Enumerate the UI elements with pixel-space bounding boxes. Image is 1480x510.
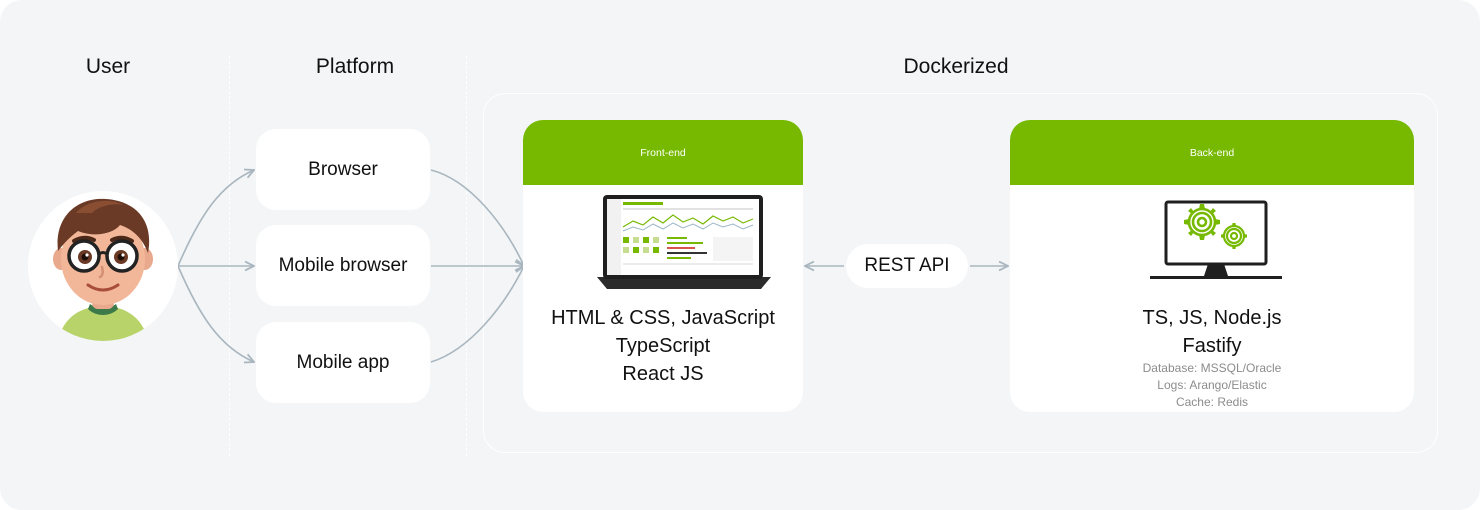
frontend-card-header: Front-end <box>523 120 803 185</box>
connector-mobile-app-frontend <box>430 266 524 363</box>
connector-browser-frontend <box>430 169 524 266</box>
server-monitor-gears-icon <box>1150 200 1282 279</box>
backend-tech-line: TS, JS, Node.js <box>1142 307 1282 329</box>
frontend-tech-line: TypeScript <box>615 335 711 357</box>
column-title-user: User <box>85 55 131 78</box>
user-avatar-icon <box>53 198 153 341</box>
docker-container-frame <box>483 93 1438 453</box>
frontend-card: Front-end <box>523 120 803 412</box>
rest-api-label: REST API <box>846 244 968 288</box>
platform-mobile-browser: Mobile browser <box>256 225 430 306</box>
column-divider <box>466 56 467 456</box>
backend-tech-list: TS, JS, Node.js Fastify Database: MSSQL/… <box>1010 304 1414 411</box>
backend-detail-line: Logs: Arango/Elastic <box>1157 378 1267 392</box>
column-divider <box>229 56 230 456</box>
backend-card-header: Back-end <box>1010 120 1414 185</box>
platform-mobile-app: Mobile app <box>256 322 430 403</box>
frontend-tech-line: HTML & CSS, JavaScript <box>551 307 775 329</box>
connector-user-mobile-app <box>177 265 254 362</box>
frontend-tech-line: React JS <box>622 363 704 385</box>
backend-detail-line: Cache: Redis <box>1175 395 1249 409</box>
user-avatar <box>28 191 178 341</box>
laptop-dashboard-icon <box>597 195 771 289</box>
backend-card: Back-end TS, JS, Node.js Fastif <box>1010 120 1414 412</box>
column-title-dockerized: Dockerized <box>903 55 1009 78</box>
backend-tech-line: Fastify <box>1182 335 1242 357</box>
connector-user-browser <box>177 170 254 267</box>
platform-browser: Browser <box>256 129 430 210</box>
frontend-tech-list: HTML & CSS, JavaScript TypeScript React … <box>523 304 803 388</box>
backend-detail-line: Database: MSSQL/Oracle <box>1142 361 1282 375</box>
column-title-platform: Platform <box>315 55 395 78</box>
